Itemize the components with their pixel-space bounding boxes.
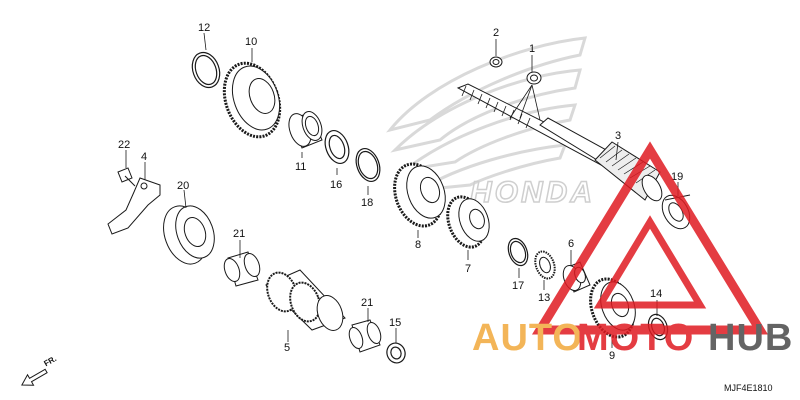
callout-11: 11	[295, 161, 306, 173]
callout-1: 1	[529, 43, 535, 55]
gear-7	[441, 192, 495, 252]
callout-17: 17	[512, 280, 524, 292]
callout-10: 10	[245, 36, 257, 48]
needle-bearing-21b	[347, 320, 384, 352]
setting-plate-4	[108, 178, 160, 234]
honda-brand-text: HONDA	[470, 176, 595, 209]
watermark-word-auto: AUTO	[472, 317, 583, 359]
gear-8	[386, 157, 452, 232]
washer-16	[321, 127, 353, 166]
callout-6: 6	[568, 238, 574, 250]
bushing-11	[285, 109, 326, 150]
diagram-code: MJF4E1810	[724, 383, 773, 393]
countershaft-5	[262, 268, 347, 334]
needle-bearing-21a	[221, 251, 262, 286]
callout-15: 15	[389, 317, 401, 329]
callout-21-lower: 21	[361, 297, 373, 309]
bearing-20	[156, 200, 221, 270]
automotohub-watermark: AUTO MOTO HUB	[472, 141, 793, 359]
callout-12: 12	[198, 22, 210, 34]
gear-10	[215, 55, 290, 144]
snap-ring-18	[352, 145, 384, 184]
callout-14: 14	[650, 288, 662, 300]
front-direction-arrow: FR.	[21, 354, 58, 386]
callout-4: 4	[141, 151, 147, 163]
callout-3: 3	[615, 130, 621, 142]
direction-label: FR.	[42, 354, 58, 368]
callout-13: 13	[538, 292, 550, 304]
callout-16: 16	[330, 179, 342, 191]
callout-5: 5	[284, 342, 290, 354]
callout-22: 22	[118, 139, 130, 151]
callout-2: 2	[493, 27, 499, 39]
callout-19: 19	[671, 171, 683, 183]
honda-wing-logo	[386, 36, 588, 192]
callout-9: 9	[609, 350, 615, 362]
callout-numbers: 1 2 3 4 5 6 7 8 9 10 11 12 13 14 15 16 1…	[118, 22, 683, 362]
watermark-triangle-logo	[531, 141, 769, 335]
callout-20: 20	[177, 180, 189, 192]
callout-21-upper: 21	[233, 228, 245, 240]
watermark-word-hub: HUB	[708, 317, 793, 359]
collar-2	[490, 57, 502, 67]
washer-15	[384, 341, 408, 366]
callout-18: 18	[361, 197, 373, 209]
ring-1	[527, 72, 541, 84]
ring-12	[188, 49, 225, 92]
callout-8: 8	[415, 239, 421, 251]
watermark-word-moto: MOTO	[577, 317, 694, 359]
washer-13	[532, 249, 558, 281]
bolt-22	[118, 168, 135, 186]
callout-7: 7	[465, 263, 471, 275]
snap-ring-17	[505, 236, 531, 268]
